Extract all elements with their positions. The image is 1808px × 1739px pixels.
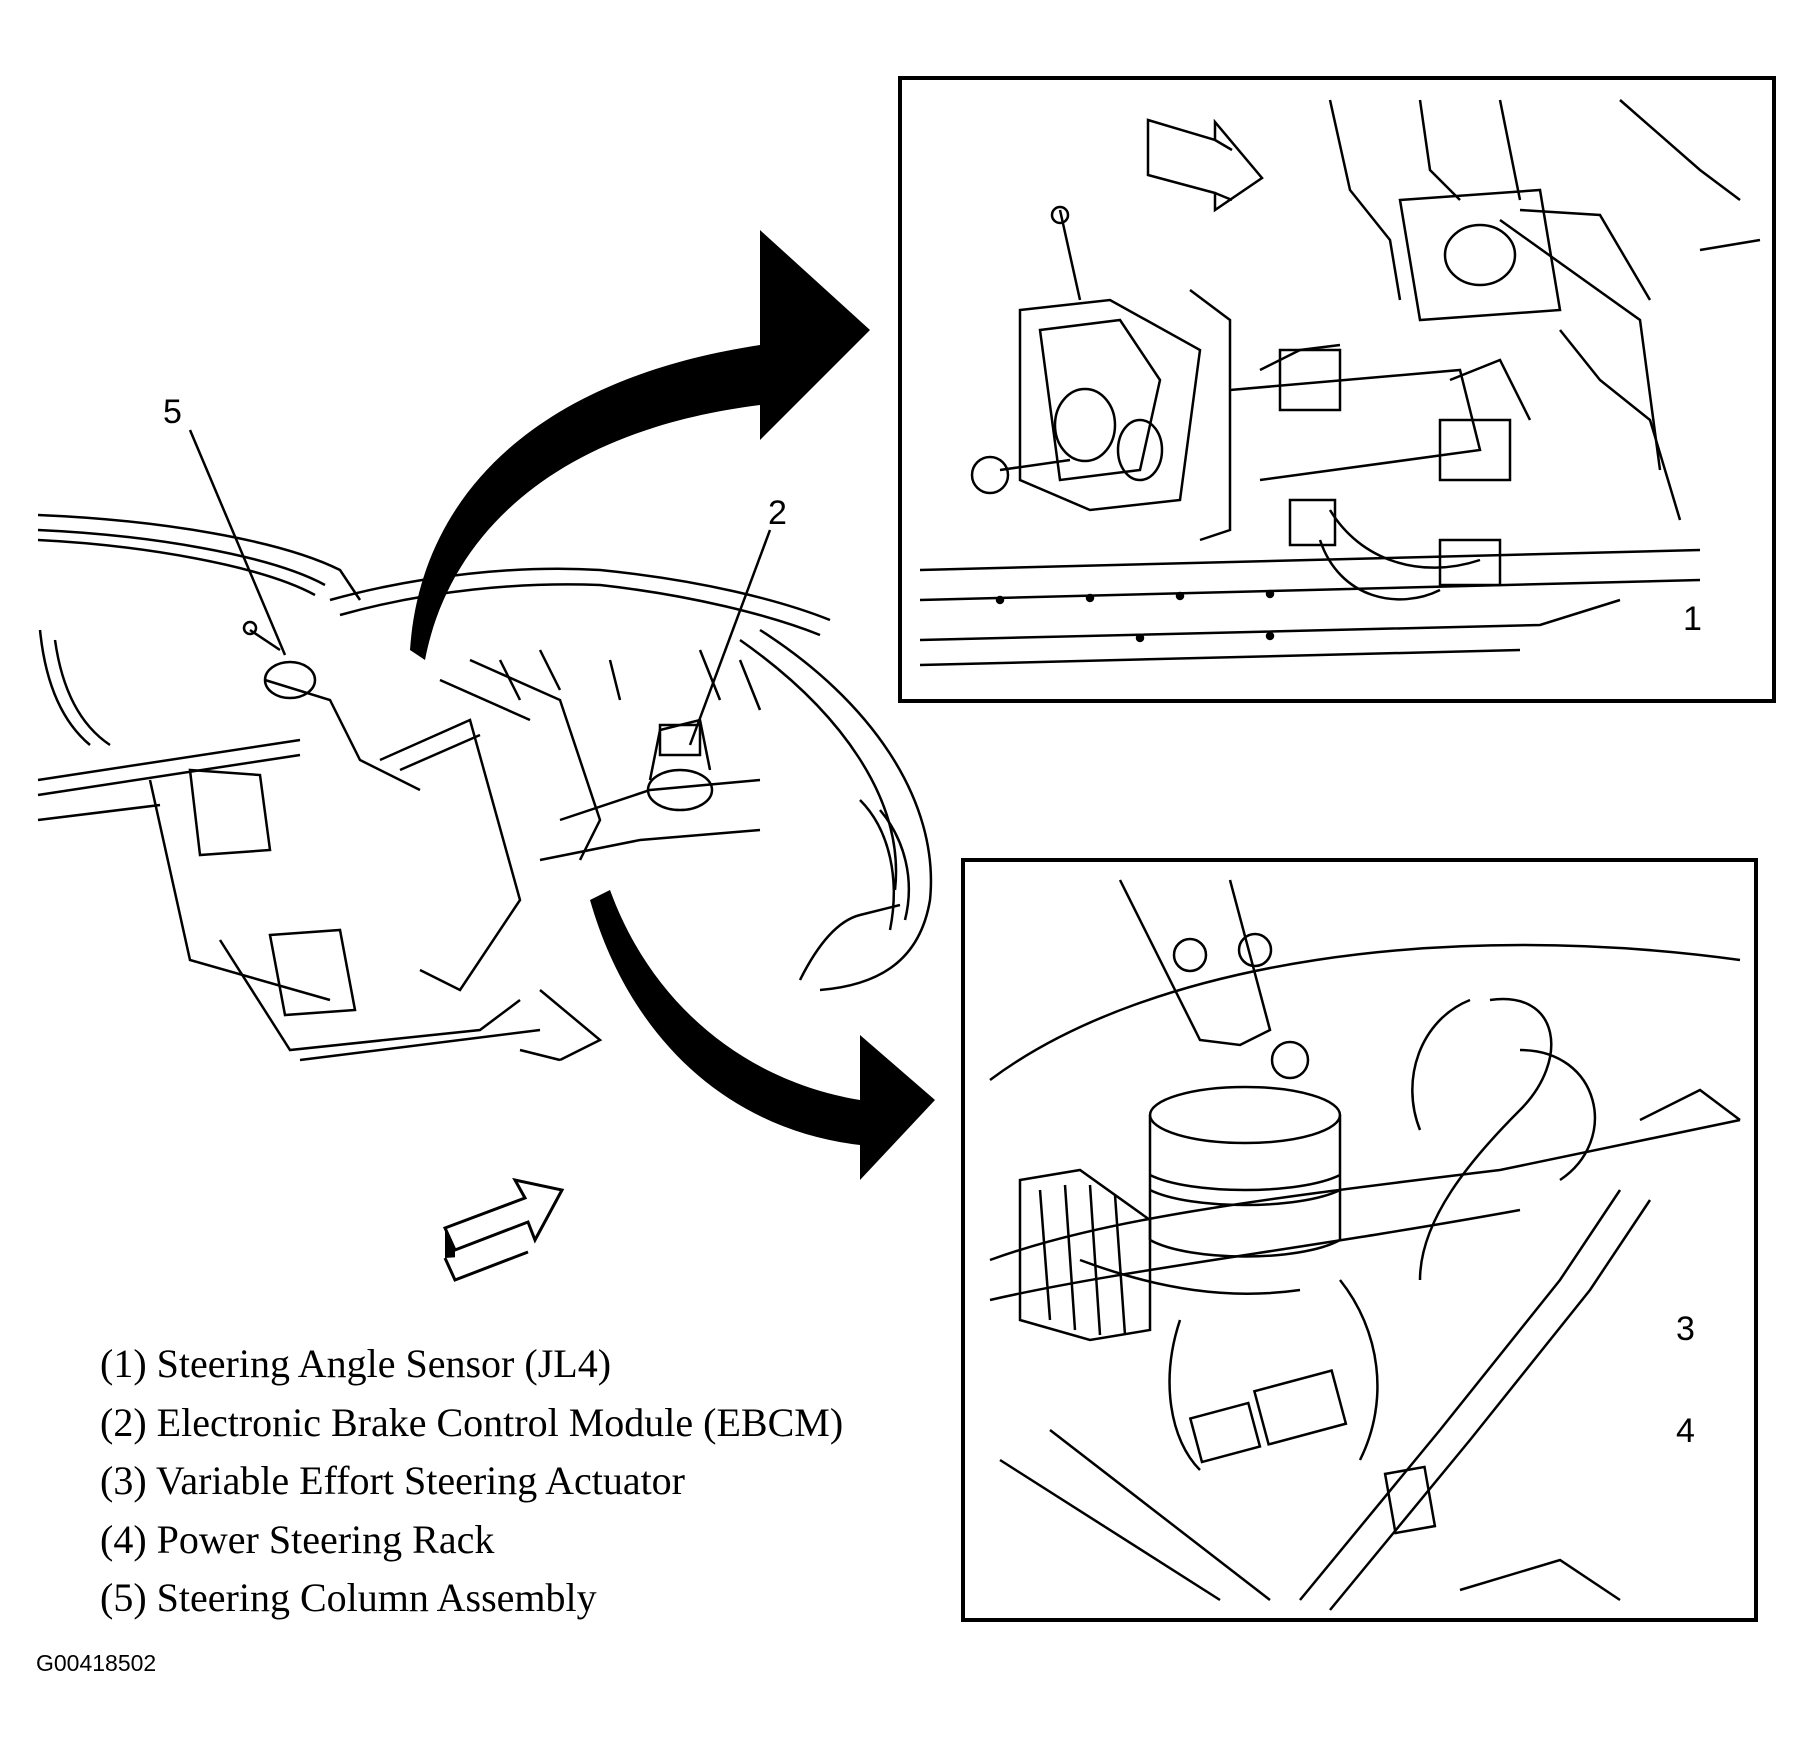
legend-text: Steering Angle Sensor (JL4) [156,1341,612,1386]
callout-4: 4 [1676,1412,1695,1450]
vehicle-front-view [37,513,933,1062]
inset-steering-angle-sensor [898,76,1776,703]
legend-text: Steering Column Assembly [156,1575,597,1620]
forward-direction-arrow [442,1177,565,1282]
legend-item: (2) Electronic Brake Control Module (EBC… [100,1394,960,1453]
lower-callout-arrow [590,890,935,1180]
component-legend: (1) Steering Angle Sensor (JL4) (2) Elec… [100,1335,960,1628]
inset-steering-actuator [961,858,1758,1622]
callout-2: 2 [768,494,787,532]
legend-item: (1) Steering Angle Sensor (JL4) [100,1335,960,1394]
legend-number: (4) [100,1516,147,1562]
legend-text: Power Steering Rack [156,1516,495,1562]
legend-text: Variable Effort Steering Actuator [155,1458,686,1503]
callout-5: 5 [163,393,182,431]
legend-number: (3) [100,1458,147,1503]
callout-3: 3 [1676,1310,1695,1348]
legend-number: (5) [100,1575,147,1620]
legend-number: (1) [100,1341,147,1386]
legend-text: Electronic Brake Control Module (EBCM) [156,1399,844,1445]
callout-1: 1 [1683,600,1702,638]
figure-id: G00418502 [36,1650,157,1676]
legend-item: (4) Power Steering Rack [100,1511,960,1570]
legend-item: (3) Variable Effort Steering Actuator [100,1452,960,1511]
upper-callout-arrow [410,230,870,660]
legend-number: (2) [100,1399,147,1445]
legend-item: (5) Steering Column Assembly [100,1569,960,1628]
